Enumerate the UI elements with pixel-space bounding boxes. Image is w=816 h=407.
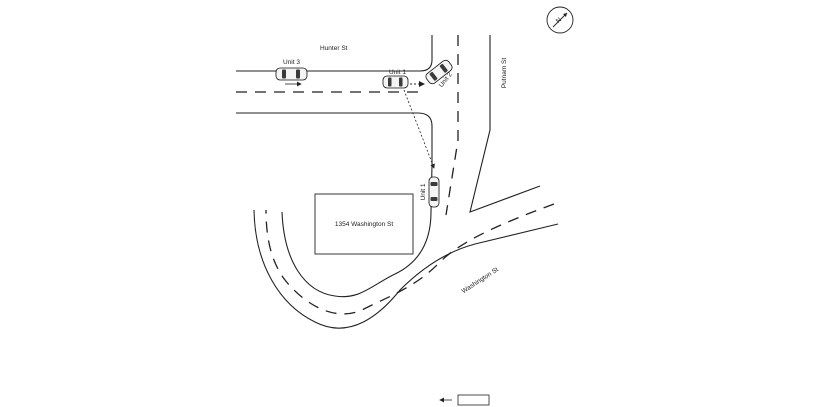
unit3-label: Unit 3 xyxy=(283,59,300,66)
washington-st-label: Washington St xyxy=(461,266,500,295)
putnam-st-label: Putnam St xyxy=(501,58,508,89)
unit1-hunter-label: Unit 1 xyxy=(389,69,406,76)
building-1354-washington xyxy=(314,193,414,255)
unit1-travel-path xyxy=(403,89,435,169)
building-label: 1354 Washington St xyxy=(335,221,393,228)
unit3-vehicle xyxy=(275,67,308,87)
bottom-legend xyxy=(439,394,490,406)
compass-north: N xyxy=(555,16,563,24)
unit1-hunter-vehicle xyxy=(382,75,425,89)
compass-icon: N xyxy=(546,6,574,34)
hunter-st-label: Hunter St xyxy=(320,45,348,52)
washington-st-road xyxy=(253,164,559,329)
putnam-st-road xyxy=(445,35,541,216)
hunter-st-road xyxy=(236,35,433,165)
unit1-putnam-label: Unit 1 xyxy=(420,183,427,200)
unit1-putnam-vehicle xyxy=(428,176,440,208)
unit2-vehicle xyxy=(425,59,453,85)
